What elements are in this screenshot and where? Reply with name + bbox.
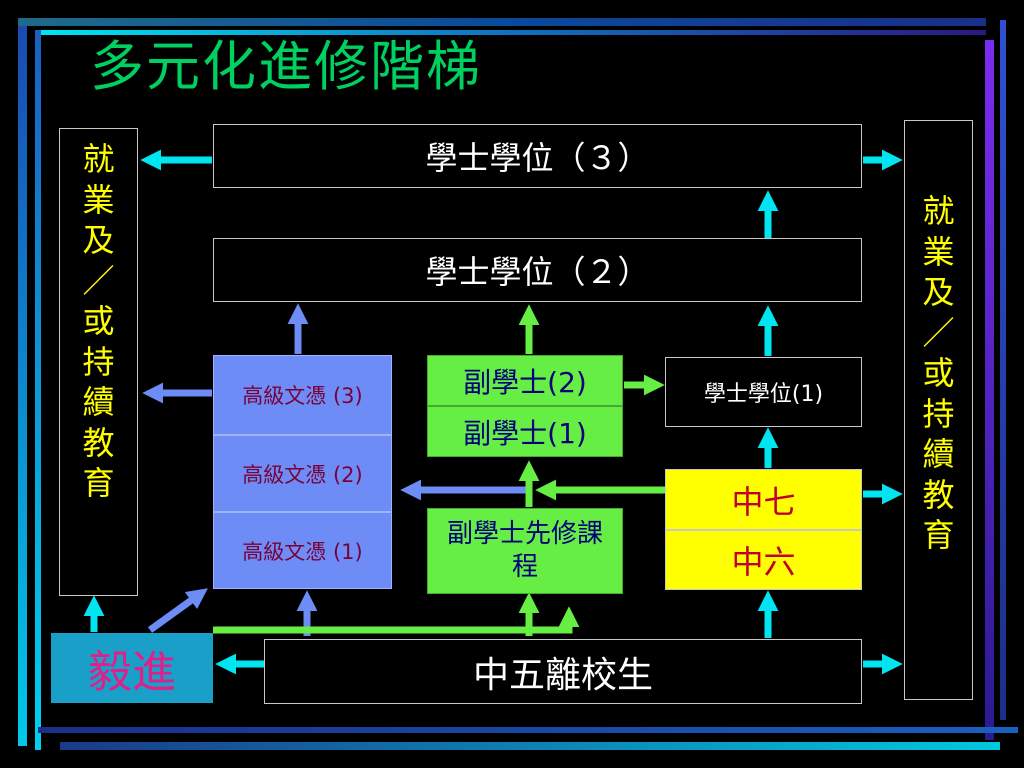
frame-right-bar-2: [1000, 20, 1006, 720]
left-char: 就: [82, 140, 115, 178]
arrow-yijin-to-hd1: [147, 588, 208, 633]
left-char: 續: [82, 383, 115, 421]
frame-right-bar: [985, 40, 994, 740]
right-char: 或: [922, 354, 955, 392]
frame-top-bar: [18, 18, 986, 26]
degree-2-box: 學士學位（２）: [213, 238, 862, 302]
pre-associate-box: 副學士先修課程: [427, 508, 623, 594]
left-char: 教: [82, 423, 115, 462]
associate-degree-2: 副學士(2): [427, 355, 623, 406]
right-char: 持: [922, 394, 955, 433]
right-char: 就: [922, 192, 955, 230]
right-char: ／: [922, 313, 955, 352]
right-char: 續: [922, 435, 955, 473]
frame-bottom-bar: [38, 727, 1018, 733]
frame-top-bar-2: [38, 30, 986, 35]
left-char: 育: [82, 464, 115, 502]
higher-diploma-2: 高級文憑 (2): [213, 435, 392, 512]
frame-left-bar: [18, 26, 27, 746]
yijin-box: 毅進: [51, 633, 213, 703]
right-char: 業: [922, 232, 955, 271]
right-char: 及: [922, 273, 955, 311]
left-employment-panel: 就 業 及 ／ 或 持 續 教 育: [59, 128, 138, 596]
left-char: 業: [82, 180, 115, 219]
frame-left-bar-2: [35, 30, 41, 750]
right-employment-panel: 就 業 及 ／ 或 持 續 教 育: [904, 120, 973, 700]
form-seven-box: 中七: [665, 469, 862, 530]
frame-bottom-bar-2: [60, 742, 1000, 750]
left-char: ／: [82, 261, 115, 300]
higher-diploma-3: 高級文憑 (3): [213, 355, 392, 435]
right-char: 育: [922, 516, 955, 554]
page-title: 多元化進修階梯: [90, 35, 482, 98]
arrow-yijin-to-preassoc: [213, 606, 580, 634]
left-char: 持: [82, 342, 115, 381]
left-char: 及: [82, 221, 115, 259]
degree-3-box: 學士學位（３）: [213, 124, 862, 188]
left-char: 或: [82, 302, 115, 340]
higher-diploma-1: 高級文憑 (1): [213, 512, 392, 589]
form-six-box: 中六: [665, 530, 862, 590]
associate-degree-1: 副學士(1): [427, 406, 623, 457]
right-char: 教: [922, 475, 955, 514]
form-five-leavers-box: 中五離校生: [264, 639, 862, 704]
degree-1-box: 學士學位(1): [665, 357, 862, 427]
